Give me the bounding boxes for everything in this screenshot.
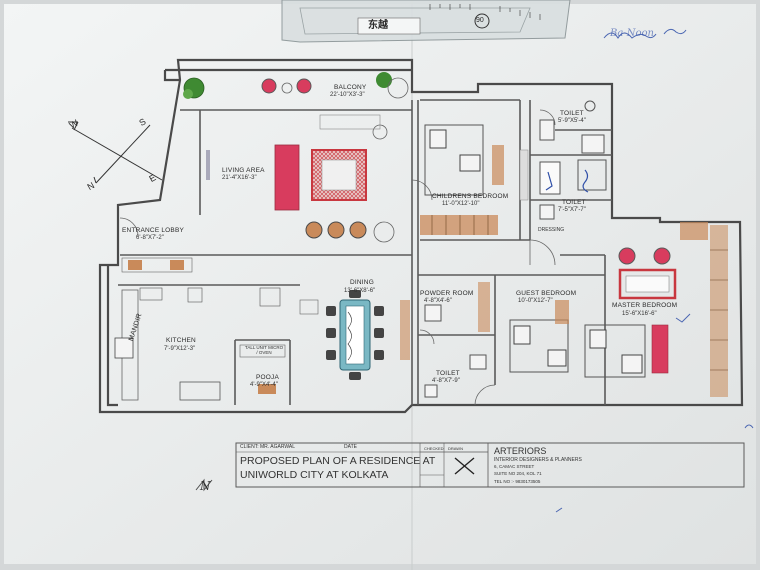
room-master-name: MASTER BEDROOM: [612, 302, 678, 309]
room-guest-name: GUEST BEDROOM: [516, 290, 577, 297]
ruler-brand: 东越: [368, 20, 388, 31]
set-square-ruler: [281, 0, 571, 43]
master-bedroom-furniture: [584, 222, 728, 397]
firm-subtitle: INTERIOR DESIGNERS & PLANNERS: [494, 457, 582, 463]
title-line-2: UNIWORLD CITY AT KOLKATA: [240, 469, 389, 481]
firm-address: 6, CAMAC STREET: [494, 464, 535, 469]
room-pooja-dim: 4'-9"X4'-4": [250, 382, 278, 388]
room-living-name: LIVING AREA: [222, 167, 265, 174]
room-guest-dim: 10'-0"X12'-7": [518, 298, 553, 304]
room-powder-name: POWDER ROOM: [420, 290, 474, 297]
room-balcony-name: BALCONY: [334, 84, 367, 91]
handwriting-marks: [195, 28, 754, 513]
childrens-bedroom-furniture: [420, 124, 529, 235]
room-dining-dim: 13'-6"X8'-6": [344, 288, 376, 294]
interior-walls: [118, 99, 612, 405]
dining-set: [326, 290, 384, 380]
room-toilet3-dim: 4'-8"X7'-9": [432, 378, 460, 384]
firm-suite: SUITE NO 204, KOL 71: [494, 471, 542, 476]
room-children-dim: 11'-0"X12'-10": [442, 201, 480, 207]
firm-phone: TEL NO :- 9830173505: [494, 479, 541, 484]
living-furniture: [206, 114, 395, 243]
dressing-label: DRESSING: [538, 227, 565, 233]
room-living-dim: 21'-4"X16'-3": [222, 175, 257, 181]
room-toilet2-name: TOILET: [562, 199, 586, 206]
room-children-name: CHILDRENS BEDROOM: [432, 193, 509, 200]
room-toilet1-name: TOILET: [560, 110, 584, 117]
room-lobby-dim: 6'-8"X7'-2": [136, 235, 164, 241]
guest-bedroom-furniture: [509, 300, 569, 373]
balcony-furniture: [183, 72, 409, 140]
handwritten-margin-n: N: [200, 479, 211, 493]
title-drawn-label: DRAWN: [448, 446, 463, 451]
title-line-1: PROPOSED PLAN OF A RESIDENCE AT: [240, 455, 436, 467]
room-lobby-name: ENTRANCE LOBBY: [122, 227, 185, 234]
tall-unit-label: TALL UNIT MICRO / OVEN: [244, 345, 284, 355]
kitchen-fixtures: [114, 257, 319, 401]
firm-name: ARTERIORS: [494, 446, 547, 456]
title-client: CLIENT: MR. AGARWAL: [240, 444, 296, 450]
room-toilet2-dim: 7'-5"X7'-7": [558, 207, 586, 213]
room-balcony-dim: 22'-10"X3'-3": [330, 92, 365, 98]
room-master-dim: 15'-6"X16'-6": [622, 311, 657, 317]
room-dining-name: DINING: [350, 279, 374, 286]
compass-arrows: [68, 121, 163, 184]
room-kitchen-dim: 7'-9"X12'-3": [164, 346, 196, 352]
room-powder-dim: 4'-8"X4'-6": [424, 298, 452, 304]
room-toilet3-name: TOILET: [436, 370, 460, 377]
ruler-mark: 90: [476, 17, 484, 24]
handwritten-note: Ba-Noon: [610, 28, 654, 39]
room-toilet1-dim: 5'-9"X5'-4": [558, 118, 586, 124]
room-kitchen-name: KITCHEN: [166, 337, 196, 344]
walls: [98, 58, 744, 414]
toilet-fixtures: [400, 100, 607, 398]
room-pooja-name: POOJA: [256, 374, 280, 381]
title-block: [235, 442, 745, 488]
title-checked-label: CHECKED: [424, 446, 444, 451]
title-date-label: DATE: [344, 444, 357, 450]
